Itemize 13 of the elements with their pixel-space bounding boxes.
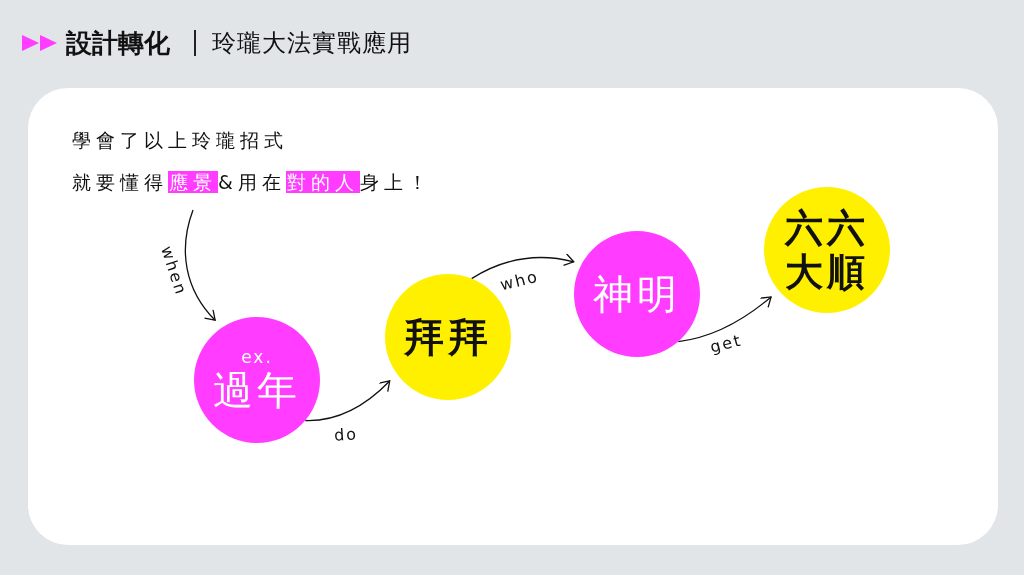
text-line: 學會了以上玲瓏招式 bbox=[72, 128, 288, 153]
arrow bbox=[677, 296, 772, 343]
node-label: 神明 bbox=[593, 271, 681, 317]
node-label: 過年 bbox=[213, 367, 301, 413]
example-label: ex. bbox=[241, 347, 273, 367]
arrow bbox=[184, 209, 216, 321]
node-label: 六六大順 bbox=[783, 206, 870, 294]
text-line: 就要懂得應景&用在對的人身上！ bbox=[72, 170, 432, 195]
node-label: 拜拜 bbox=[404, 314, 492, 360]
arrow bbox=[304, 380, 391, 422]
subtitle: 玲瓏大法實戰應用 bbox=[212, 28, 412, 59]
arrow bbox=[470, 253, 575, 280]
title: 設計轉化 bbox=[66, 27, 170, 60]
